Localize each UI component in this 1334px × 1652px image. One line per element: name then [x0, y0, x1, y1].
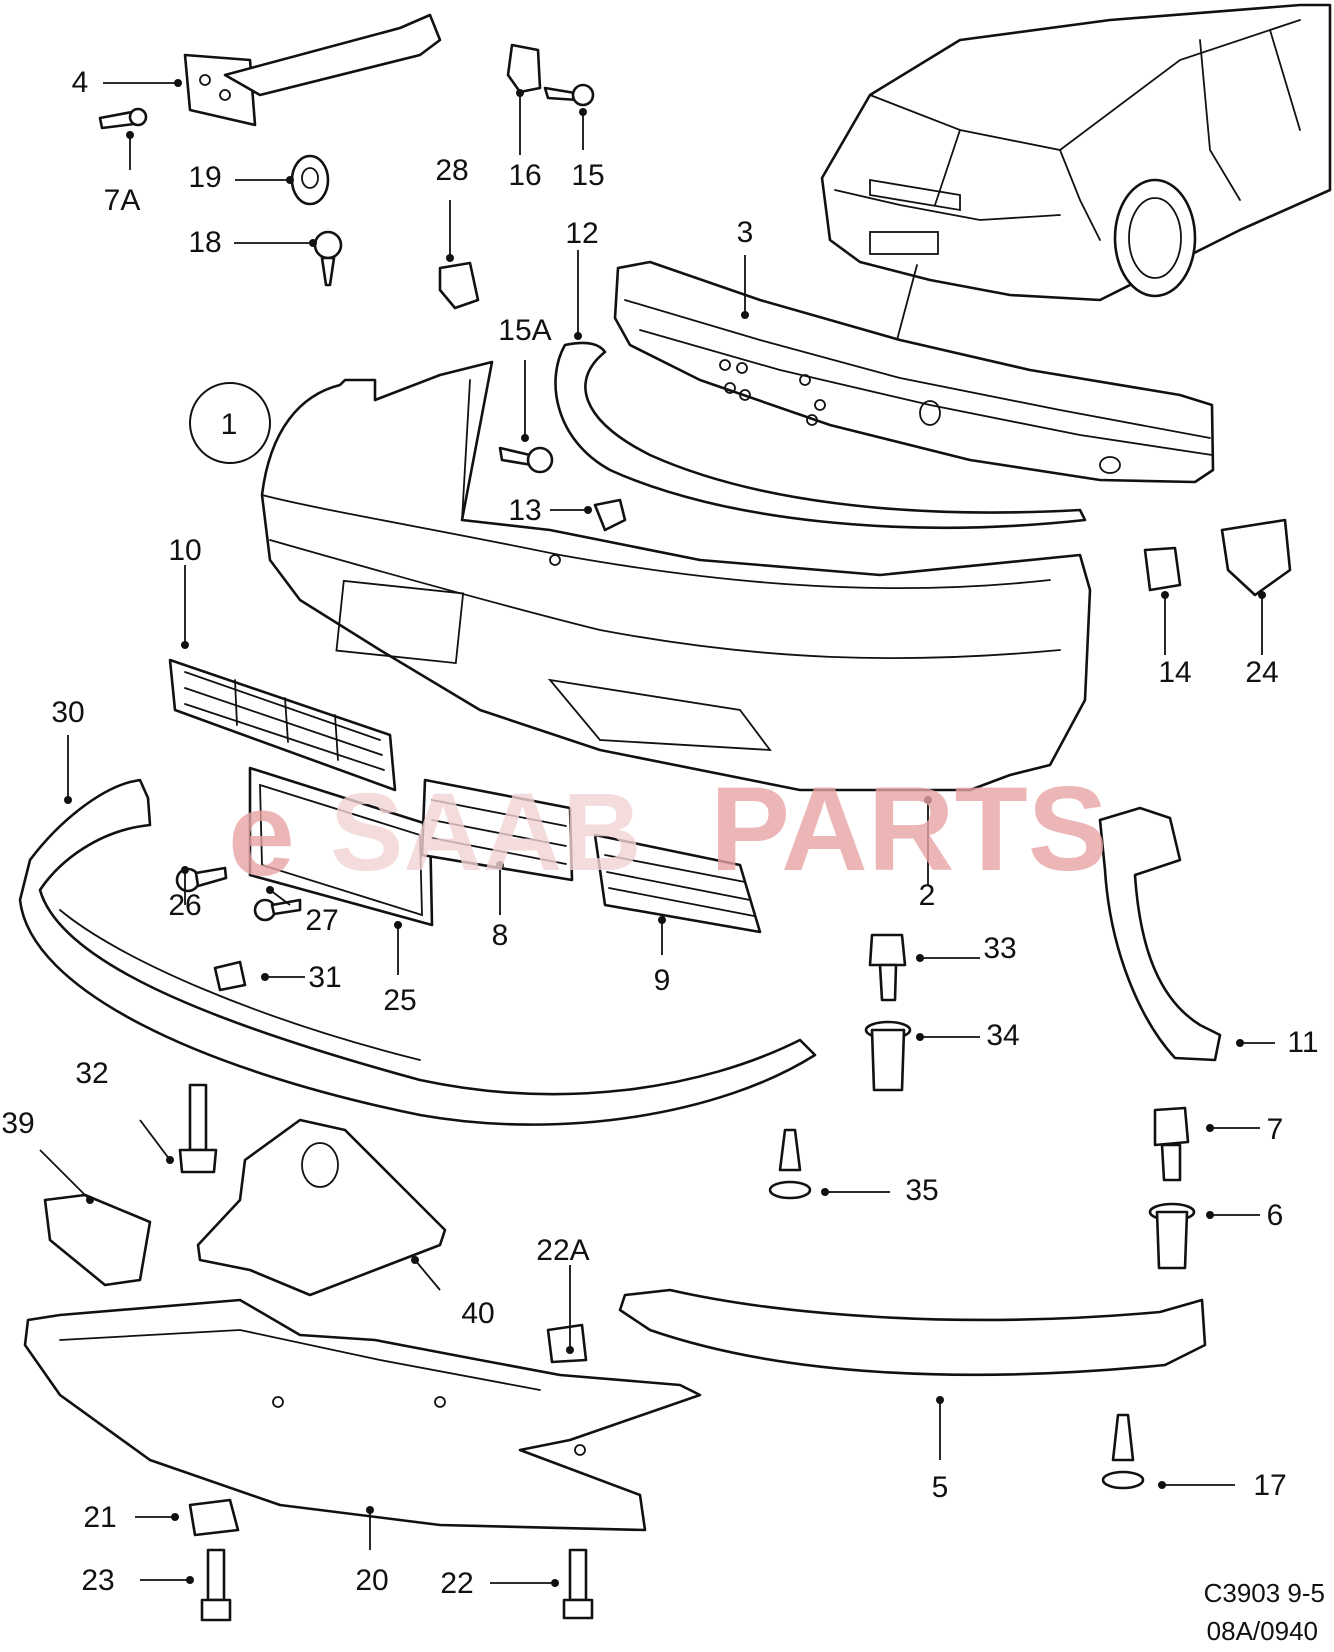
leader-lines	[39, 79, 1275, 1587]
callout-23: 23	[81, 1564, 114, 1597]
reference-line-2: 08A/0940	[1207, 1616, 1318, 1646]
callout-17: 17	[1253, 1469, 1286, 1502]
callout-35: 35	[905, 1174, 938, 1207]
part-25-plate-holder	[248, 766, 434, 927]
part-20-undertray	[23, 1298, 702, 1532]
part-2-bumper-cover	[260, 360, 1092, 792]
callout-33: 33	[983, 932, 1016, 965]
callout-20: 20	[355, 1564, 388, 1597]
watermark: e SAAB PARTS	[228, 762, 1108, 901]
callout-labels: 1 2 3 4 5 6 7 7A 8 9 10 11 12 13 14 15 1…	[1, 66, 1318, 1600]
callout-6: 6	[1267, 1199, 1284, 1232]
callout-22: 22	[440, 1567, 473, 1600]
fasteners	[98, 43, 1292, 1622]
callout-40: 40	[461, 1297, 494, 1330]
callout-7: 7	[1267, 1113, 1284, 1146]
part-30-lower-spoiler	[18, 778, 817, 1126]
callout-5: 5	[932, 1471, 949, 1504]
callout-21: 21	[83, 1501, 116, 1534]
callout-25: 25	[383, 984, 416, 1017]
part-8-grille	[420, 778, 574, 882]
callout-8: 8	[492, 919, 509, 952]
callout-26: 26	[168, 889, 201, 922]
callout-7a: 7A	[104, 184, 141, 217]
part-10-grille	[168, 658, 397, 792]
reference-code: C3903 9-5 08A/0940	[1204, 1578, 1325, 1646]
callout-12: 12	[565, 217, 598, 250]
callout-22a: 22A	[536, 1234, 589, 1267]
watermark-middle: SAAB	[330, 771, 642, 894]
callout-19: 19	[188, 161, 221, 194]
callout-27: 27	[305, 904, 338, 937]
part-5-lip	[618, 1288, 1207, 1377]
callout-24: 24	[1245, 656, 1278, 689]
part-4-bracket	[183, 13, 442, 127]
callout-9: 9	[654, 964, 671, 997]
callout-10: 10	[168, 534, 201, 567]
callout-16: 16	[508, 159, 541, 192]
callout-circle-1	[189, 382, 271, 464]
callout-3: 3	[737, 216, 754, 249]
part-3-impact-beam	[613, 260, 1215, 484]
watermark-parts: PARTS	[710, 762, 1108, 896]
callout-30: 30	[51, 696, 84, 729]
callout-28: 28	[435, 154, 468, 187]
callout-13: 13	[508, 494, 541, 527]
callout-18: 18	[188, 226, 221, 259]
watermark-e: e	[228, 767, 295, 901]
callout-31: 31	[308, 961, 341, 994]
callout-11: 11	[1287, 1026, 1318, 1059]
callout-15: 15	[571, 159, 604, 192]
callout-14: 14	[1158, 656, 1191, 689]
callout-39: 39	[1, 1107, 34, 1140]
callout-15a: 15A	[498, 314, 551, 347]
callout-1: 1	[221, 408, 238, 441]
callout-32: 32	[75, 1057, 108, 1090]
part-39-bracket	[43, 1193, 152, 1287]
callout-34: 34	[986, 1019, 1019, 1052]
part-11-bracket	[1098, 806, 1222, 1062]
callout-4: 4	[72, 66, 89, 99]
car-illustration	[820, 3, 1332, 356]
part-40-support	[196, 1118, 447, 1297]
callout-2: 2	[919, 879, 936, 912]
reference-line-1: C3903 9-5	[1204, 1578, 1325, 1608]
part-12-seal-strip	[554, 341, 1087, 529]
part-9-grille	[593, 833, 762, 934]
